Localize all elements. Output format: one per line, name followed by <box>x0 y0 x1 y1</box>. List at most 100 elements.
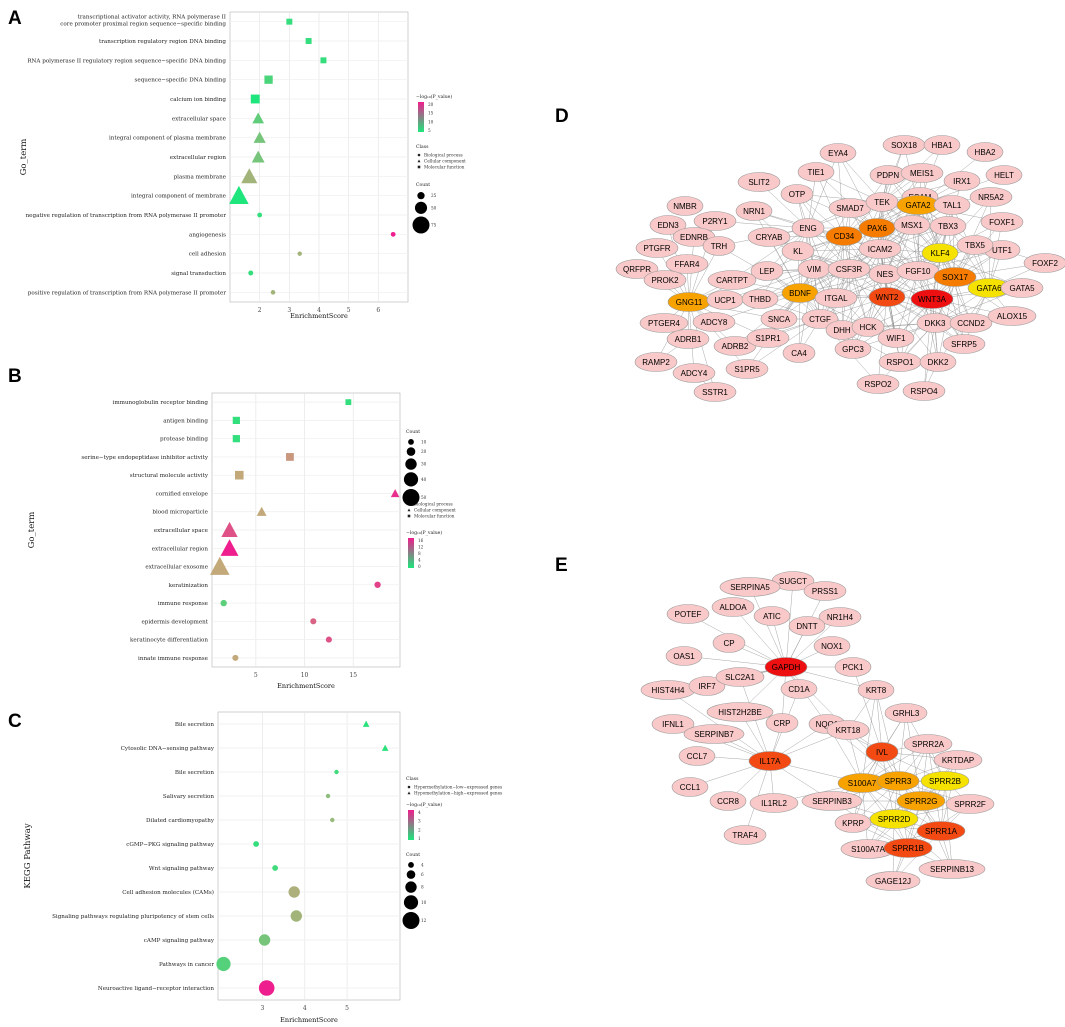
x-tick-label: 5 <box>345 1005 349 1012</box>
network-node <box>797 162 835 182</box>
network-node-label: UTF1 <box>992 246 1013 255</box>
data-point <box>288 886 300 898</box>
network-node <box>969 187 1013 207</box>
network-node <box>707 270 757 290</box>
network-node <box>827 259 871 279</box>
network-node-label: RSPO4 <box>910 387 938 396</box>
data-point <box>305 38 312 44</box>
network-node <box>672 363 716 383</box>
network-edge <box>954 276 965 345</box>
network-node-label: MSX1 <box>901 221 923 230</box>
network-node <box>665 646 703 666</box>
panel-letter-d: D <box>555 106 569 127</box>
network-node-label: SPRR1B <box>892 844 924 853</box>
network-node-label: NR1H4 <box>827 613 854 622</box>
panel-letter-a: A <box>8 8 22 29</box>
data-point <box>210 556 230 575</box>
network-node-label: ATIC <box>763 612 781 621</box>
network-node <box>943 171 981 191</box>
network-node <box>834 813 872 833</box>
network-node <box>741 289 779 309</box>
network-node <box>813 636 851 656</box>
y-tick-label: integral component of plasma membrane <box>109 136 227 142</box>
network-node-label: GRHL3 <box>893 709 920 718</box>
network-node-label: NES <box>877 270 893 279</box>
network-node <box>753 606 791 626</box>
network-node-label: SNCA <box>768 315 791 324</box>
network-node-label: KL <box>793 247 803 256</box>
data-point <box>290 910 303 922</box>
network-node-label: IVL <box>876 748 889 757</box>
x-tick-label: 5 <box>254 672 258 679</box>
network-edge <box>921 172 941 254</box>
data-point <box>325 636 332 643</box>
network-node <box>780 679 818 699</box>
network-node <box>902 381 946 401</box>
network-node-label: EDNRB <box>680 233 708 242</box>
network-node-label: THBD <box>749 295 771 304</box>
network-node-label: GATA5 <box>1009 284 1035 293</box>
y-tick-label: integral component of membrane <box>131 194 227 200</box>
x-tick-label: 6 <box>376 307 380 314</box>
y-tick-label: immunoglobulin receptor binding <box>113 400 209 406</box>
y-tick-label: epidermis development <box>141 619 208 625</box>
colorbar-tick: 15 <box>428 111 434 116</box>
network-node-label: FOXF2 <box>1032 259 1058 268</box>
x-tick-label: 15 <box>349 672 357 679</box>
network-node <box>693 382 737 402</box>
data-point <box>258 980 275 996</box>
network-node <box>920 771 970 791</box>
network-node <box>760 309 798 329</box>
network-node-label: SMAD7 <box>836 204 864 213</box>
network-node-label: TEK <box>874 198 890 207</box>
network-edge <box>884 273 901 363</box>
colorbar-tick: 0 <box>418 564 421 569</box>
network-node <box>818 607 862 627</box>
data-point <box>286 18 293 25</box>
network-node-label: SLC2A1 <box>725 673 755 682</box>
count-legend-label: 4 <box>421 862 424 867</box>
network-node-label: NRN1 <box>743 207 765 216</box>
data-point <box>220 599 227 607</box>
count-legend-key <box>402 489 420 506</box>
network-node <box>678 746 716 766</box>
network-edge <box>731 227 809 281</box>
x-tick-label: 5 <box>347 307 351 314</box>
y-tick-label: cGMP−PKG signaling pathway <box>126 842 215 848</box>
network-node <box>869 809 919 829</box>
network-node <box>639 313 689 333</box>
network-edge <box>907 780 946 849</box>
colorbar-tick: 16 <box>418 538 424 543</box>
class-legend-key <box>417 159 421 163</box>
network-node <box>900 163 944 183</box>
y-tick-label: Neuroactive ligand−receptor interaction <box>98 986 215 992</box>
class-legend-title: Class <box>406 776 419 782</box>
network-edge <box>879 172 923 250</box>
network-node-label: NR5A2 <box>978 193 1004 202</box>
network-edge <box>886 224 913 298</box>
network-node <box>868 287 906 307</box>
y-tick-label: innate immune response <box>138 656 209 662</box>
y-tick-label: extracellular space <box>172 116 227 122</box>
network-node-label: ADCY4 <box>681 369 708 378</box>
network-node <box>801 309 839 329</box>
network-node-label: CRP <box>774 719 791 728</box>
network-node <box>883 838 933 858</box>
panel-letter-e: E <box>555 555 568 576</box>
colorbar-tick: 1 <box>418 836 421 841</box>
network-node-label: GPC3 <box>842 345 864 354</box>
count-legend-label: 50 <box>431 205 437 210</box>
network-node-label: MEIS1 <box>910 169 935 178</box>
y-tick-label: extracellular region <box>170 155 227 161</box>
data-point <box>221 521 238 537</box>
plot-frame <box>217 711 401 1001</box>
network-node-label: TIE1 <box>808 168 825 177</box>
network-node-label: KPRP <box>842 819 864 828</box>
network-node-label: NOX1 <box>821 642 843 651</box>
count-legend-label: 30 <box>421 462 427 467</box>
network-node <box>921 243 959 263</box>
data-point <box>310 618 317 625</box>
network-node <box>825 226 863 246</box>
network-node <box>803 581 847 601</box>
